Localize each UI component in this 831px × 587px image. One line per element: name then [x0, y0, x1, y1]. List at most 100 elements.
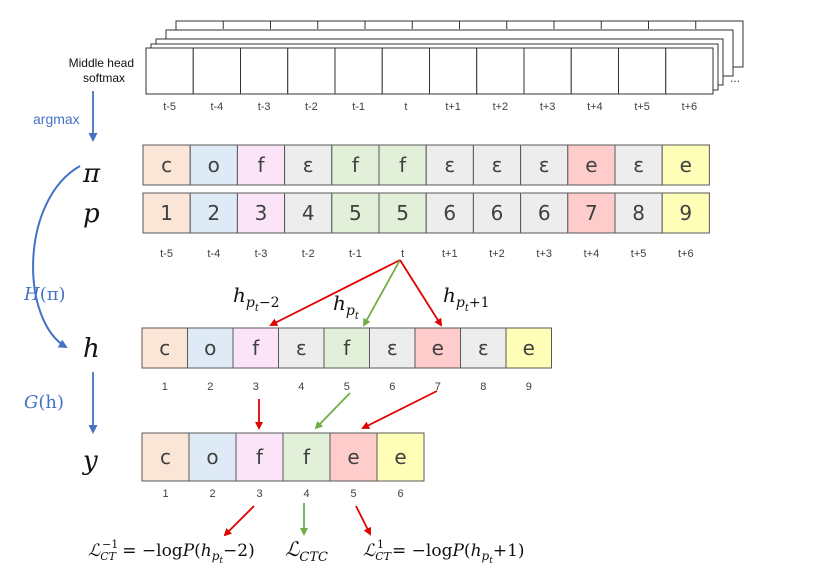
- y-symbol: y: [82, 446, 98, 476]
- loss-left-h: h: [201, 541, 212, 561]
- grid-cell-text: ɛ: [633, 153, 644, 177]
- grid-index-label: 3: [253, 381, 259, 393]
- grid-cell: [378, 144, 427, 186]
- grid-index-label: 6: [397, 488, 403, 500]
- grid-cell: [414, 327, 461, 369]
- H-pi-arg: (π): [40, 284, 66, 305]
- arrow-t-to-h-pt-minus2: [269, 259, 401, 326]
- h-ann-left-subsub: t: [255, 303, 260, 314]
- grid-index-label: t+6: [678, 248, 694, 260]
- softmax-time-label: t-3: [258, 101, 271, 113]
- grid-cell: [284, 192, 333, 234]
- loss-right-L: ℒ: [363, 541, 376, 561]
- loss-left-L: ℒ: [88, 541, 101, 561]
- loss-left-rhs: = −log: [122, 541, 183, 561]
- h-ann-right-subsub: t: [465, 303, 470, 314]
- softmax-cell: [381, 47, 430, 95]
- loss-ct-minus1: ℒCT−1= −logP(hpt−2): [88, 538, 255, 566]
- softmax-time-label: t-4: [210, 101, 223, 113]
- arrow-y5-to-loss-right: [355, 505, 371, 536]
- arrow-t-to-h-pt-plus1: [399, 259, 443, 327]
- loss-ctc: ℒCTC: [285, 537, 328, 565]
- h-ann-mid-base: h: [333, 291, 346, 315]
- grid-cell: [567, 192, 616, 234]
- grid-cell: [236, 144, 286, 186]
- loss-right-h: h: [471, 541, 482, 561]
- grid-cell-text: 6: [491, 201, 504, 225]
- grid-cell-text: e: [432, 336, 444, 360]
- grid-cell-text: 2: [207, 201, 220, 225]
- grid-cell-text: f: [352, 153, 360, 177]
- softmax-cell: [334, 47, 383, 95]
- grid-index-label: 3: [256, 488, 262, 500]
- softmax-time-label: t+4: [587, 101, 603, 113]
- grid-cell-text: ɛ: [492, 153, 503, 177]
- softmax-time-label: t: [404, 101, 407, 113]
- grid-cell: [188, 432, 237, 482]
- grid-cell-text: ɛ: [478, 336, 489, 360]
- grid-cell-text: 4: [302, 201, 315, 225]
- grid-index-label: t: [401, 248, 404, 260]
- loss-right-rhs: = −log: [392, 541, 453, 561]
- h-ann-right-sub: p: [456, 295, 465, 311]
- grid-index-label: 2: [207, 381, 213, 393]
- softmax-label-line1: Middle head: [69, 56, 134, 70]
- grid-cell: [142, 192, 191, 234]
- loss-ct-plus1: ℒCT1= −logP(hpt+1): [363, 538, 525, 566]
- grid-cell-text: f: [257, 153, 265, 177]
- grid-cell-text: ɛ: [387, 336, 398, 360]
- grid-cell: [505, 327, 552, 369]
- grid-index-label: 1: [162, 488, 168, 500]
- loss-right-tail: +1): [493, 541, 525, 561]
- arrow-h5-to-y4: [314, 392, 351, 430]
- grid-cell: [378, 192, 427, 234]
- h-annotation-pt-minus2: hpt−2: [233, 283, 280, 314]
- softmax-time-label: t+1: [445, 101, 461, 113]
- grid-cell-text: 9: [679, 201, 692, 225]
- grid-cell-text: c: [159, 336, 170, 360]
- grid-cell-text: c: [160, 445, 171, 469]
- softmax-cell: [145, 47, 194, 95]
- argmax-label: argmax: [33, 111, 80, 127]
- arrow-t-to-h-pt: [363, 259, 401, 327]
- loss-right-P: P: [451, 541, 464, 561]
- grid-cell: [460, 327, 507, 369]
- grid-index-label: t-3: [255, 248, 268, 260]
- loss-left-open: (: [194, 541, 201, 561]
- grid-cell-text: e: [523, 336, 535, 360]
- h-ann-right-base: h: [443, 283, 456, 307]
- grid-cell-text: o: [204, 336, 216, 360]
- softmax-cell: [476, 47, 525, 95]
- grid-cell-text: f: [256, 445, 264, 469]
- grid-cell-text: ɛ: [444, 153, 455, 177]
- grid-cell: [142, 144, 191, 186]
- grid-cell-text: 3: [255, 201, 268, 225]
- softmax-stack: ...: [145, 20, 744, 95]
- arrow-h7-to-y5: [361, 390, 438, 429]
- h-annotation-pt-plus1: hpt+1: [443, 283, 490, 314]
- grid-cell: [189, 192, 238, 234]
- grid-index-label: t+1: [442, 248, 458, 260]
- grid-index-label: 9: [526, 381, 532, 393]
- grid-cell: [661, 192, 710, 234]
- grid-cell-text: ɛ: [539, 153, 550, 177]
- softmax-cell: [287, 47, 336, 95]
- loss-right-open: (: [464, 541, 471, 561]
- G-h-arg: (h): [38, 392, 64, 413]
- grid-cell-text: f: [343, 336, 351, 360]
- grid-cell: [472, 192, 522, 234]
- h-symbol: h: [83, 334, 100, 364]
- grid-cell: [520, 144, 569, 186]
- grid-cell-text: f: [399, 153, 407, 177]
- softmax-time-label: t+3: [540, 101, 556, 113]
- grid-cell: [376, 432, 425, 482]
- grid-cell-text: f: [303, 445, 311, 469]
